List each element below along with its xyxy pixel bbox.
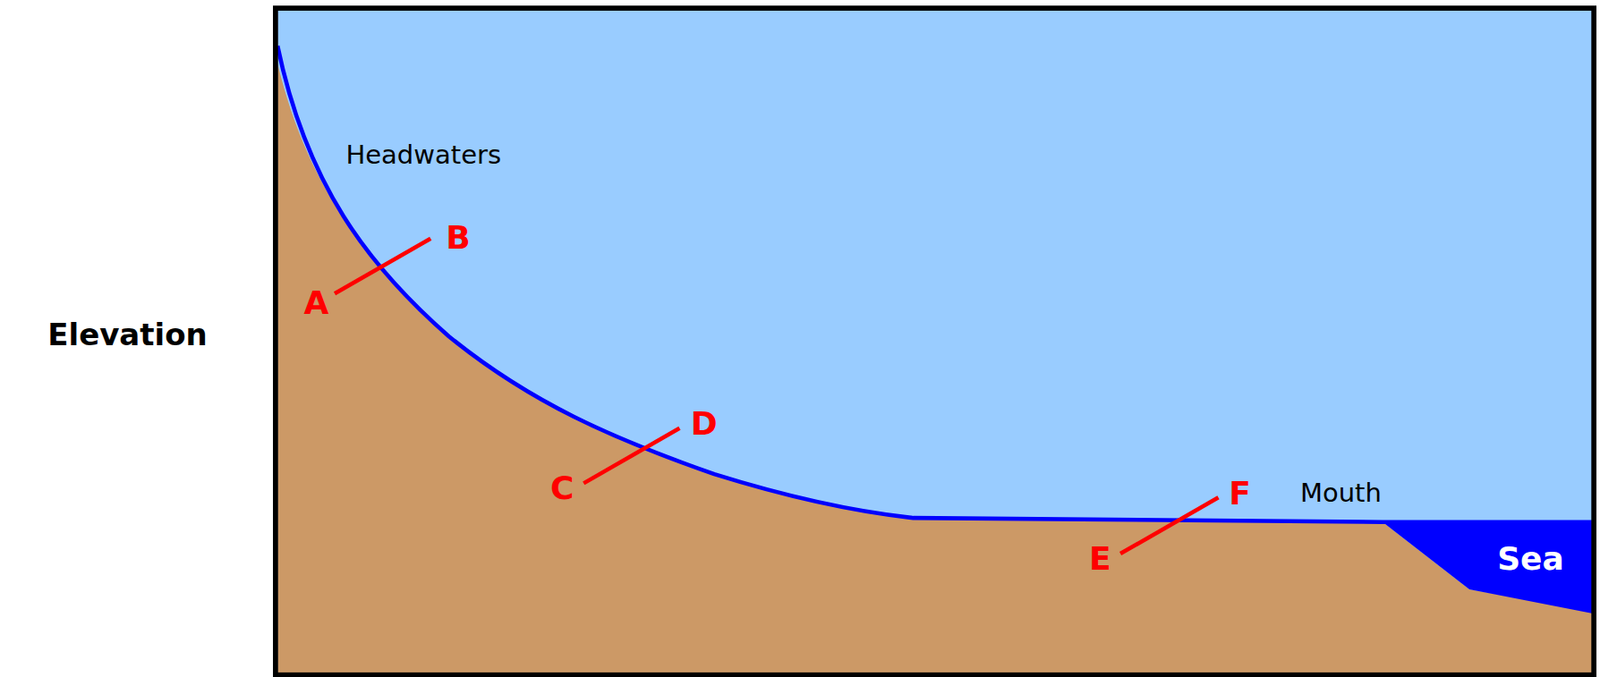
section-letter: E <box>1089 543 1112 576</box>
cross-section-line <box>1120 497 1218 554</box>
river-line <box>277 45 1594 522</box>
cross-section-line <box>583 428 680 485</box>
section-letter: A <box>304 287 330 320</box>
section-letter: B <box>445 221 470 255</box>
section-letter: F <box>1228 477 1252 511</box>
section-letter: C <box>550 472 574 505</box>
sky <box>275 8 1594 676</box>
place-label: Mouth <box>1300 479 1382 506</box>
section-letter: D <box>690 408 718 441</box>
sea-label: Sea <box>1497 543 1565 576</box>
place-label: Headwaters <box>345 142 502 169</box>
cross-section-line <box>334 238 431 295</box>
frame <box>275 8 1594 676</box>
ground <box>277 63 1594 676</box>
axis-label: Elevation <box>47 319 208 350</box>
sea-water <box>1382 522 1594 615</box>
